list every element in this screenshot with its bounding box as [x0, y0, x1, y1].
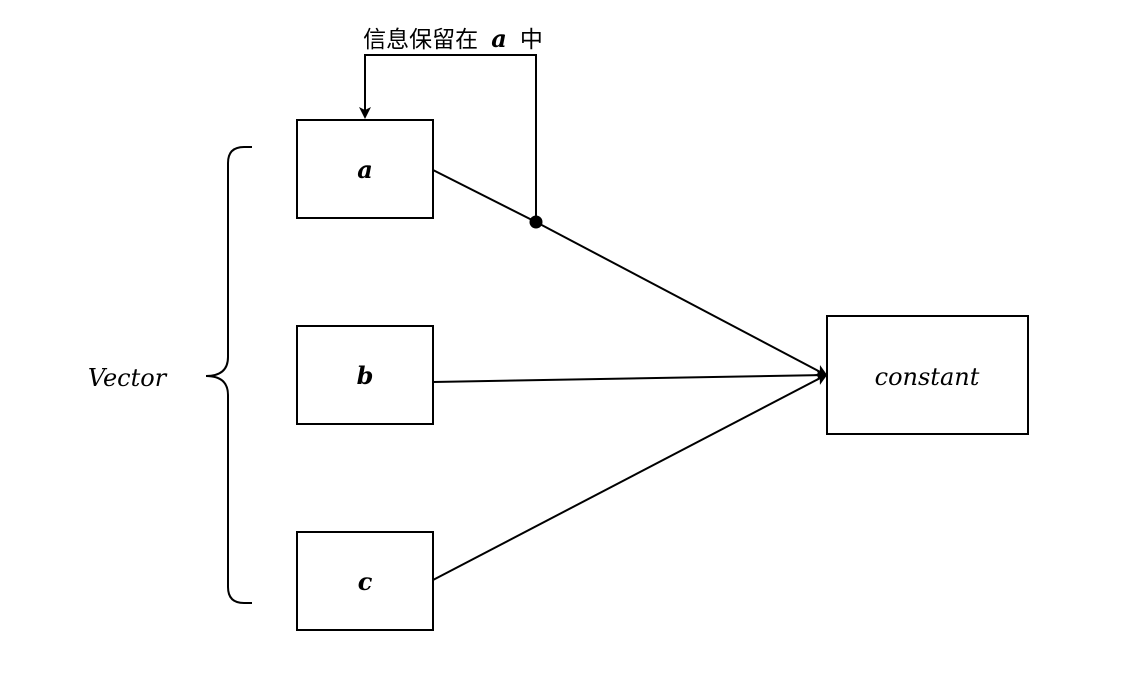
junction-dot [529, 215, 543, 229]
node-constant: constant [826, 315, 1029, 435]
edge-c-to-constant [432, 374, 828, 581]
vector-label: Vector [88, 364, 168, 392]
node-b: b [296, 325, 434, 425]
annotation-prefix: 信息保留在 [363, 27, 478, 53]
node-a-label: a [357, 155, 373, 184]
annotation-suffix: 中 [520, 27, 543, 53]
feedback-loop-edge [359, 54, 537, 222]
edge-a-to-constant [432, 169, 828, 376]
edge-b-to-constant [432, 369, 828, 383]
node-b-label: b [357, 361, 374, 390]
retention-annotation: 信息保留在 a 中 [363, 24, 543, 53]
node-a: a [296, 119, 434, 219]
annotation-variable: a [491, 24, 507, 53]
node-c-label: c [358, 567, 373, 596]
node-constant-label: constant [875, 363, 980, 391]
node-c: c [296, 531, 434, 631]
vector-brace [205, 146, 252, 604]
